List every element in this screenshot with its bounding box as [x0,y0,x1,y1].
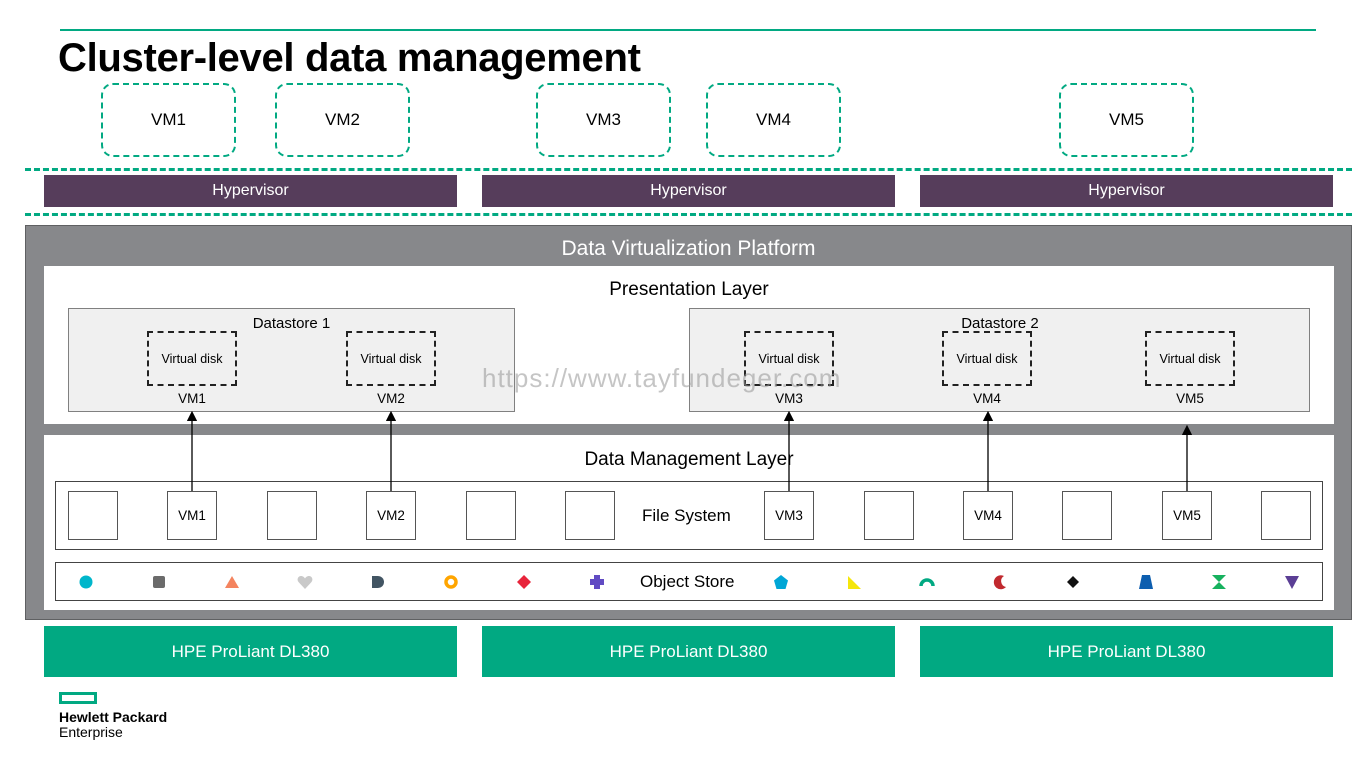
hypervisor-bar-2: Hypervisor [482,175,895,207]
watermark: https://www.tayfundeger.com [482,363,842,393]
hypervisor-bar-3: Hypervisor [920,175,1333,207]
vm-box-vm4: VM4 [706,83,841,157]
hourglass-icon [1212,575,1226,589]
file-system-block-vm1: VM1 [167,491,217,540]
ring-icon [444,575,458,589]
hpe-logo-name: Hewlett Packard [59,709,168,725]
rounded-square-icon [153,576,165,588]
d-shape-icon [372,576,384,588]
virtual-disk-vm2-label: VM2 [377,391,405,406]
virtual-disk-vm5: Virtual disk [1145,331,1235,386]
plus-icon [590,575,604,589]
virtual-disk-vm4: Virtual disk [942,331,1032,386]
datastore-1-title: Datastore 1 [252,315,331,332]
virtual-disk-vm3-label: VM3 [775,391,803,406]
vm-box-vm2: VM2 [275,83,410,157]
vm-box-vm5: VM5 [1059,83,1194,157]
file-system-block-vm4: VM4 [963,491,1013,540]
hypervisor-top-divider [25,168,1352,171]
virtual-disk-vm1-label: VM1 [178,391,206,406]
slide-title: Cluster-level data management [58,36,641,80]
title-rule [60,29,1316,31]
datastore-1 [68,308,515,412]
file-system-block [864,491,914,540]
file-system-block [1062,491,1112,540]
right-triangle-icon [848,576,861,589]
file-system-block [466,491,516,540]
datastore-2-title: Datastore 2 [961,315,1039,332]
file-system-block [565,491,615,540]
trapezoid-icon [1139,575,1153,589]
down-triangle-icon [1285,576,1299,589]
circle-icon [79,575,93,589]
presentation-layer-title: Presentation Layer [609,279,769,300]
hpe-logo-icon [59,692,97,704]
virtual-disk-vm4-label: VM4 [973,391,1001,406]
hypervisor-bar-1: Hypervisor [44,175,457,207]
object-store [55,562,1323,601]
crescent-icon [993,575,1006,590]
heart-icon [297,576,313,589]
diamond-icon [517,575,531,589]
file-system-block-vm5: VM5 [1162,491,1212,540]
server-hpe-proliant-3: HPE ProLiant DL380 [920,626,1333,677]
data-management-layer-title: Data Management Layer [584,449,794,470]
pentagon-icon [774,575,788,589]
black-diamond-icon [1067,576,1079,588]
datastore-2 [689,308,1310,412]
object-store-label: Object Store [640,572,735,591]
triangle-icon [225,576,239,588]
virtual-disk-vm2: Virtual disk [346,331,436,386]
file-system-block [267,491,317,540]
vm-box-vm1: VM1 [101,83,236,157]
virtual-disk-vm3: Virtual disk [744,331,834,386]
virtual-disk-vm1: Virtual disk [147,331,237,386]
file-system-block [1261,491,1311,540]
file-system-label: File System [642,506,731,525]
arc-icon [919,578,935,587]
virtual-disk-vm5-label: VM5 [1176,391,1204,406]
file-system-block [68,491,118,540]
server-hpe-proliant-2: HPE ProLiant DL380 [482,626,895,677]
hypervisor-bottom-divider [25,213,1352,216]
server-hpe-proliant-1: HPE ProLiant DL380 [44,626,457,677]
platform-title: Data Virtualization Platform [561,237,816,260]
file-system-block-vm2: VM2 [366,491,416,540]
vm-box-vm3: VM3 [536,83,671,157]
hpe-logo-subname: Enterprise [59,724,123,740]
file-system-block-vm3: VM3 [764,491,814,540]
